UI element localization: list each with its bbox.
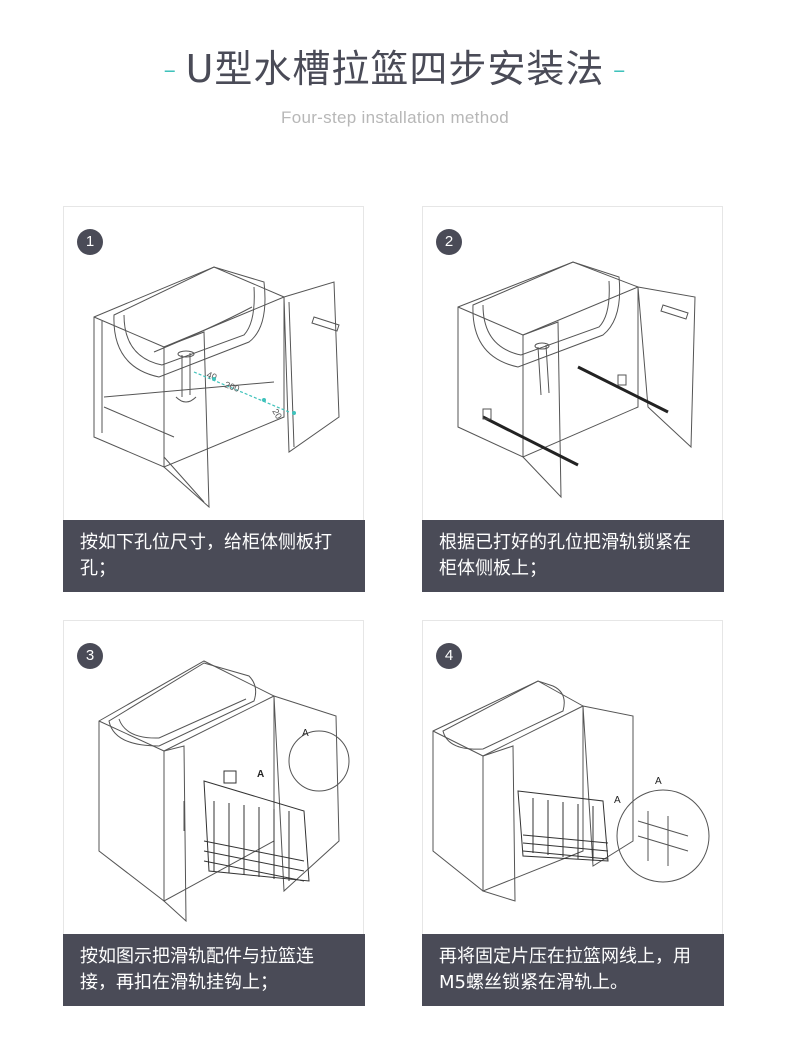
- dimension-label-200: 200: [223, 379, 241, 394]
- step-caption-3: 按如图示把滑轨配件与拉篮连接，再扣在滑轨挂钩上；: [63, 934, 365, 1006]
- step-caption-4: 再将固定片压在拉篮网线上，用M5螺丝锁紧在滑轨上。: [422, 934, 724, 1006]
- step-card-1: 1: [63, 206, 365, 592]
- dimension-label-40: 40: [205, 369, 218, 382]
- step-number-4: 4: [436, 643, 462, 669]
- step-card-2: 2 根据已打好的孔位把滑轨锁紧在柜体侧板上；: [422, 206, 724, 592]
- detail-label-a-2: A: [614, 795, 621, 806]
- page-subtitle: Four-step installation method: [281, 108, 509, 127]
- detail-label-a-1: A: [302, 728, 309, 739]
- step-number-3: 3: [77, 643, 103, 669]
- dimension-label-20: 20: [270, 407, 284, 421]
- step-card-3: 3 A A 按如图示把滑轨配件与拉篮连接，再扣在滑轨挂钩上；: [63, 620, 365, 1006]
- step-caption-2: 根据已打好的孔位把滑轨锁紧在柜体侧板上；: [422, 520, 724, 592]
- title-dash-right: -: [612, 47, 628, 91]
- step-4-illustration: A A: [432, 680, 710, 902]
- step-card-4: 4 A A 再将固定片压在拉篮网线上，用M5螺丝锁紧在滑轨上。: [422, 620, 724, 1006]
- step-2-illustration: [457, 261, 696, 499]
- step-1-illustration: 40 200 20: [93, 266, 340, 509]
- step-number-1: 1: [77, 229, 103, 255]
- title-dash-left: -: [162, 47, 178, 91]
- page-title: U型水槽拉篮四步安装法: [185, 47, 605, 91]
- step-number-2: 2: [436, 229, 462, 255]
- step-caption-1: 按如下孔位尺寸，给柜体侧板打孔；: [63, 520, 365, 592]
- detail-label-a-2: A: [257, 769, 264, 780]
- page-title-row: -U型水槽拉篮四步安装法-: [0, 42, 790, 96]
- step-3-illustration: A A: [98, 660, 350, 923]
- detail-label-a-1: A: [655, 776, 662, 787]
